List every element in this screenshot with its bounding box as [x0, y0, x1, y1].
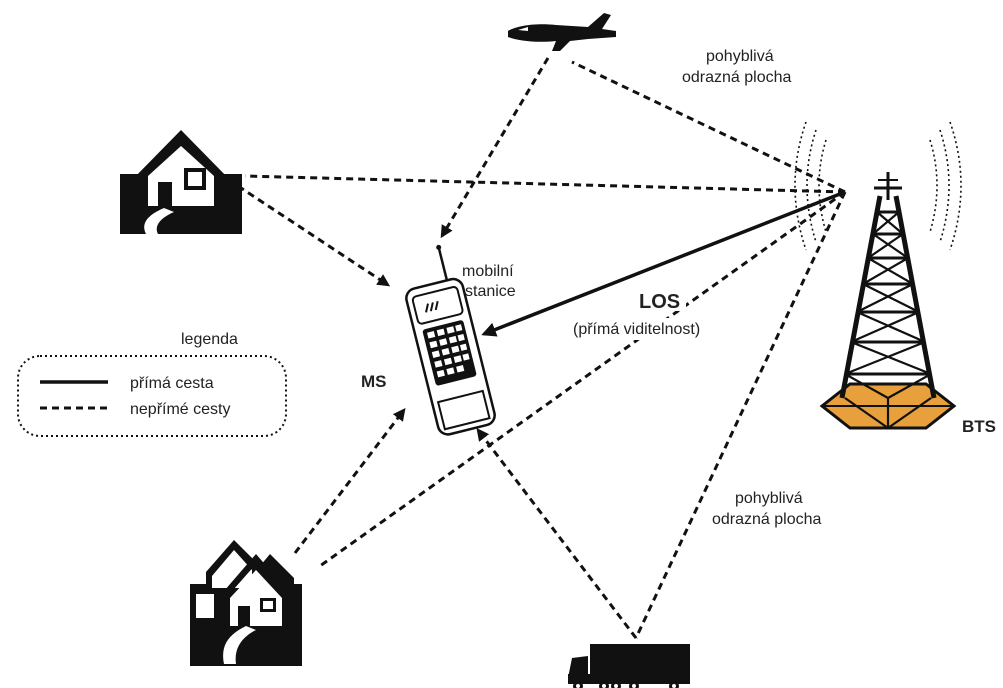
path-bts-to-truck: [634, 191, 847, 639]
house-icon: [120, 130, 242, 234]
ms-label: MS: [361, 372, 387, 391]
radio-waves-icon: [794, 121, 962, 251]
path-bts-to-house: [244, 174, 846, 194]
path-bts-to-aircraft: [571, 60, 846, 194]
path-houses-to-ms: [293, 407, 406, 554]
truck-reflector-label-1: pohyblivá: [735, 490, 803, 507]
legend-item-label: přímá cesta: [130, 375, 214, 392]
los-sub-label: (přímá viditelnost): [573, 321, 700, 338]
mobile-phone-icon: [405, 244, 496, 436]
truck-icon: [568, 644, 690, 688]
truck-reflector-label-2: odrazná plocha: [712, 511, 822, 528]
aircraft-reflector-label-2: odrazná plocha: [682, 69, 792, 86]
mobile-station-label-2: stanice: [465, 283, 516, 300]
path-bts-to-houses: [319, 190, 846, 568]
legend-box: [17, 355, 287, 437]
mobile-station-label-1: mobilní: [462, 263, 514, 280]
path-truck-to-ms: [476, 427, 638, 639]
path-house-to-ms: [237, 184, 391, 287]
propagation-paths: [237, 57, 847, 639]
path-los-direct: [481, 190, 846, 337]
bts-tower-icon: [819, 172, 957, 430]
path-aircraft-to-ms: [440, 57, 550, 239]
legend: legenda přímá cesta nepřímé cesty: [17, 331, 287, 437]
bts-label: BTS: [962, 417, 996, 436]
legend-item-label: nepřímé cesty: [130, 401, 230, 418]
aircraft-reflector-label-1: pohyblivá: [706, 48, 774, 65]
legend-title: legenda: [181, 331, 238, 348]
airplane-icon: [508, 13, 616, 51]
houses-icon: [190, 540, 302, 666]
los-label: LOS: [639, 291, 680, 313]
